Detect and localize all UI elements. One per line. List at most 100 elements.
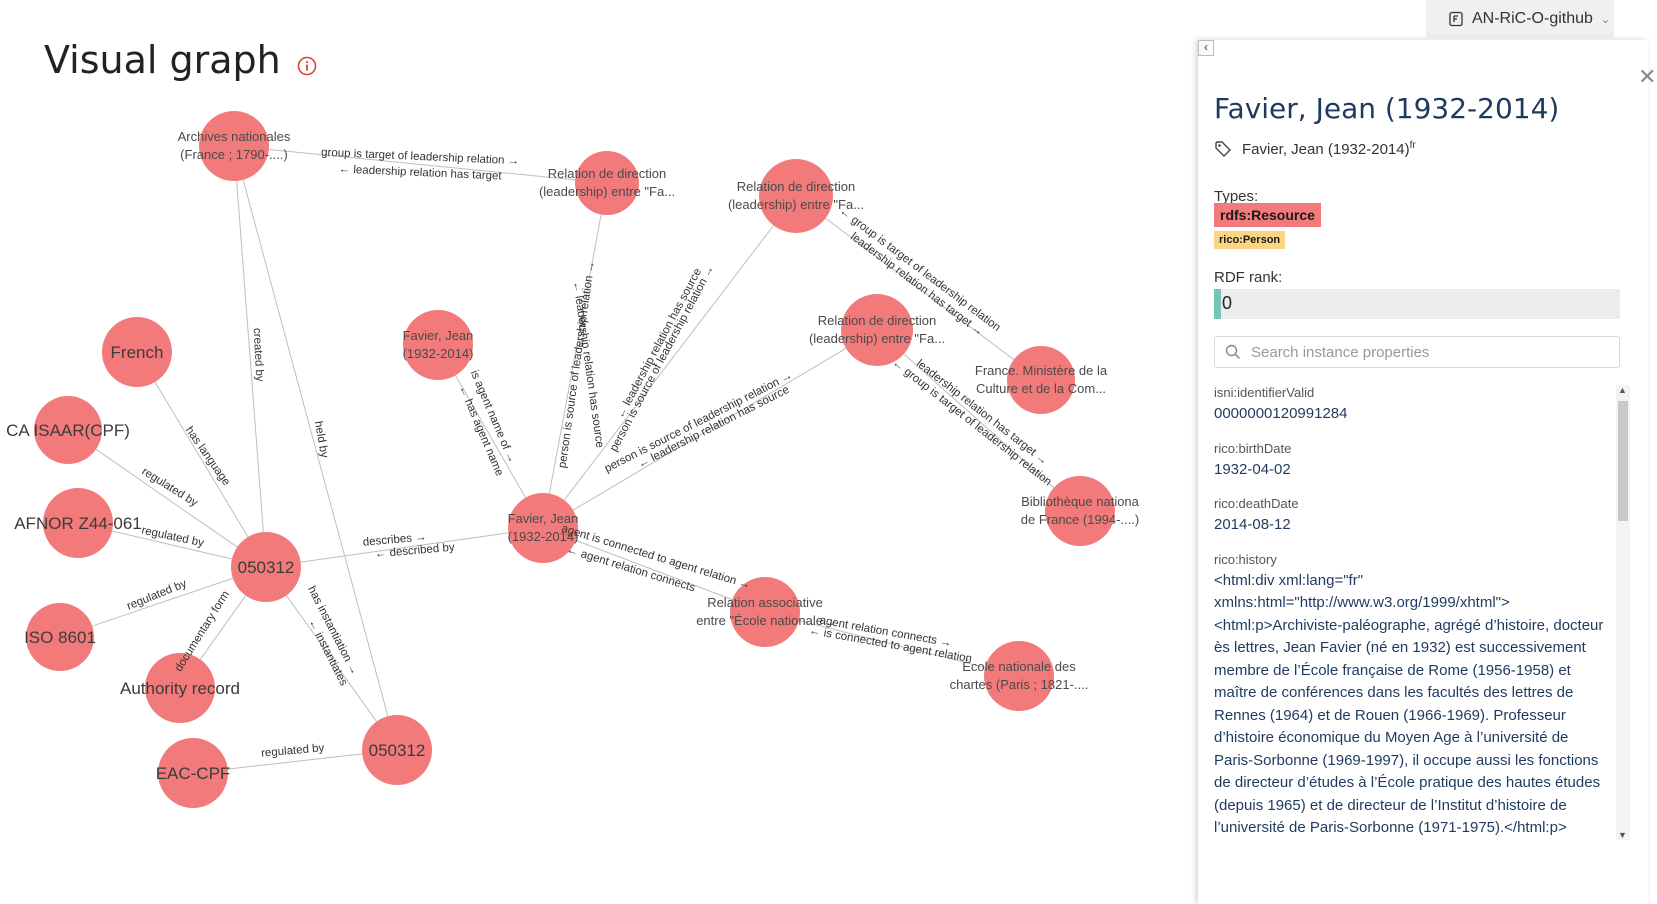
graph-node[interactable]: ISO 8601 bbox=[24, 603, 96, 671]
graph-edge bbox=[575, 539, 733, 601]
search-instance-properties[interactable] bbox=[1214, 336, 1620, 368]
property-key: rico:birthDate bbox=[1214, 440, 1292, 456]
graph-node-circle[interactable] bbox=[199, 111, 269, 181]
graph-nodes: Archives nationales(France ; 1790-....) R… bbox=[6, 111, 1140, 808]
graph-node[interactable]: Archives nationales(France ; 1790-....) bbox=[178, 111, 291, 181]
search-input[interactable] bbox=[1249, 342, 1609, 362]
property-value[interactable]: 2014-08-12 bbox=[1214, 516, 1291, 533]
graph-node-circle[interactable] bbox=[508, 493, 578, 563]
graph-node[interactable]: CA ISAAR(CPF) bbox=[6, 396, 130, 464]
graph-node[interactable]: AFNOR Z44-061 bbox=[14, 488, 142, 558]
graph-node-circle[interactable] bbox=[145, 653, 215, 723]
graph-node-circle[interactable] bbox=[1045, 476, 1115, 546]
chevron-down-icon: ⌄ bbox=[1600, 13, 1611, 26]
graph-node-label: Relation associative bbox=[707, 595, 823, 610]
graph-node-label: Authority record bbox=[120, 679, 240, 698]
graph-node-label: 050312 bbox=[369, 741, 426, 760]
graph-node-circle[interactable] bbox=[1007, 346, 1075, 414]
graph-node-label: Archives nationales bbox=[178, 129, 291, 144]
graph-node-circle[interactable] bbox=[759, 159, 833, 233]
graph-edge bbox=[95, 448, 238, 548]
graph-edge-label: created by bbox=[251, 328, 266, 383]
visual-graph[interactable]: Archives nationales(France ; 1790-....) R… bbox=[0, 0, 1200, 904]
graph-node-label: de France (1994-....) bbox=[1021, 512, 1140, 527]
close-icon[interactable]: ✕ bbox=[1638, 64, 1657, 89]
graph-node[interactable]: 050312 bbox=[362, 715, 432, 785]
graph-node-label: École nationale des bbox=[962, 659, 1076, 674]
graph-node-circle[interactable] bbox=[362, 715, 432, 785]
graph-node-circle[interactable] bbox=[984, 641, 1054, 711]
graph-edge-label: regulated by bbox=[261, 742, 325, 759]
graph-node-label: (leadership) entre "Fa... bbox=[728, 197, 864, 212]
graph-node-label: (leadership) entre "Fa... bbox=[539, 184, 675, 199]
graph-node-label: Culture et de la Com... bbox=[976, 381, 1106, 396]
type-badge-person[interactable]: rico:Person bbox=[1214, 231, 1286, 249]
graph-node[interactable]: France. Ministère de la Culture et de la … bbox=[975, 346, 1108, 414]
graph-node-circle[interactable] bbox=[730, 577, 800, 647]
graph-node[interactable]: EAC-CPF bbox=[156, 738, 231, 808]
graph-edge bbox=[285, 595, 378, 722]
graph-edge-label: ← leadership relation has source bbox=[636, 384, 791, 471]
graph-edge-labels: group is target of leadership relation →… bbox=[125, 147, 1053, 760]
graph-node-circle[interactable] bbox=[26, 603, 94, 671]
graph-node-label: entre "École nationale... bbox=[696, 613, 834, 628]
graph-node-circle[interactable] bbox=[841, 294, 913, 366]
graph-node[interactable]: Relation de direction (leadership) entre … bbox=[809, 294, 945, 366]
graph-node-label: Relation de direction bbox=[818, 313, 937, 328]
graph-node[interactable]: Relation de direction(leadership) entre … bbox=[728, 159, 864, 233]
graph-node-label: (1932-2014) bbox=[403, 346, 474, 361]
graph-node-circle[interactable] bbox=[231, 532, 301, 602]
properties-scrollbar[interactable]: ▲ ▼ bbox=[1616, 385, 1630, 840]
graph-node[interactable]: 050312 bbox=[231, 532, 301, 602]
tag-icon bbox=[1215, 141, 1231, 157]
graph-edge-label: has language bbox=[183, 425, 232, 488]
graph-node-label: EAC-CPF bbox=[156, 764, 231, 783]
graph-node-label: French bbox=[111, 343, 164, 362]
graph-node-circle[interactable] bbox=[158, 738, 228, 808]
graph-node-circle[interactable] bbox=[34, 396, 102, 464]
graph-edge bbox=[825, 217, 1015, 360]
repository-selector[interactable]: AN-RiC-O-github ⌄ bbox=[1426, 0, 1614, 38]
property-value[interactable]: 0000000120991284 bbox=[1214, 405, 1348, 422]
repository-icon bbox=[1449, 11, 1463, 27]
type-badge-resource[interactable]: rdfs:Resource bbox=[1214, 203, 1321, 227]
graph-node-label: (leadership) entre "Fa... bbox=[809, 331, 945, 346]
property-value[interactable]: 1932-04-02 bbox=[1214, 460, 1291, 478]
scroll-up-icon[interactable]: ▲ bbox=[1618, 385, 1627, 395]
scroll-down-icon[interactable]: ▼ bbox=[1618, 830, 1627, 840]
info-icon[interactable] bbox=[296, 55, 318, 77]
resource-label: Favier, Jean (1932-2014) bbox=[1242, 141, 1410, 158]
property-key: rico:deathDate bbox=[1214, 496, 1299, 511]
graph-node[interactable]: Relation associative entre "École nationa… bbox=[696, 577, 834, 647]
graph-node[interactable]: Relation de direction (leadership) entre … bbox=[539, 151, 675, 215]
graph-node-label: (1932-2014) bbox=[508, 529, 579, 544]
graph-edge bbox=[242, 179, 389, 717]
graph-node-label: France. Ministère de la bbox=[975, 363, 1108, 378]
graph-node-label: AFNOR Z44-061 bbox=[14, 514, 142, 533]
graph-edge bbox=[199, 595, 247, 660]
graph-edge bbox=[563, 225, 774, 501]
graph-node[interactable]: Authority record bbox=[120, 653, 240, 723]
rdf-rank-fill bbox=[1214, 289, 1221, 319]
graph-node[interactable]: French bbox=[102, 317, 172, 387]
graph-edge bbox=[268, 148, 576, 181]
graph-node-label: Relation de direction bbox=[548, 166, 667, 181]
graph-node-circle[interactable] bbox=[575, 151, 639, 215]
rdf-rank-label: RDF rank: bbox=[1214, 269, 1283, 286]
resource-details-panel: ‹ ✕ Favier, Jean (1932-2014) Favier, Jea… bbox=[1198, 40, 1656, 904]
graph-node-circle[interactable] bbox=[43, 488, 113, 558]
collapse-panel-button[interactable]: ‹ bbox=[1198, 40, 1214, 56]
page-title: Visual graph bbox=[44, 38, 281, 82]
graph-edge-label: ← leadership relation has source bbox=[615, 267, 705, 421]
graph-node-circle[interactable] bbox=[102, 317, 172, 387]
panel-title: Favier, Jean (1932-2014) bbox=[1214, 92, 1560, 125]
graph-node[interactable]: Favier, Jean (1932-2014) bbox=[403, 310, 474, 380]
graph-node[interactable]: Favier, Jean(1932-2014) bbox=[508, 493, 579, 563]
graph-edge bbox=[454, 375, 527, 498]
graph-node-label: Favier, Jean bbox=[403, 328, 474, 343]
property-value: <html:div xml:lang="fr" xmlns:html="http… bbox=[1214, 571, 1604, 837]
scrollbar-thumb[interactable] bbox=[1618, 401, 1628, 521]
graph-node-circle[interactable] bbox=[403, 310, 473, 380]
